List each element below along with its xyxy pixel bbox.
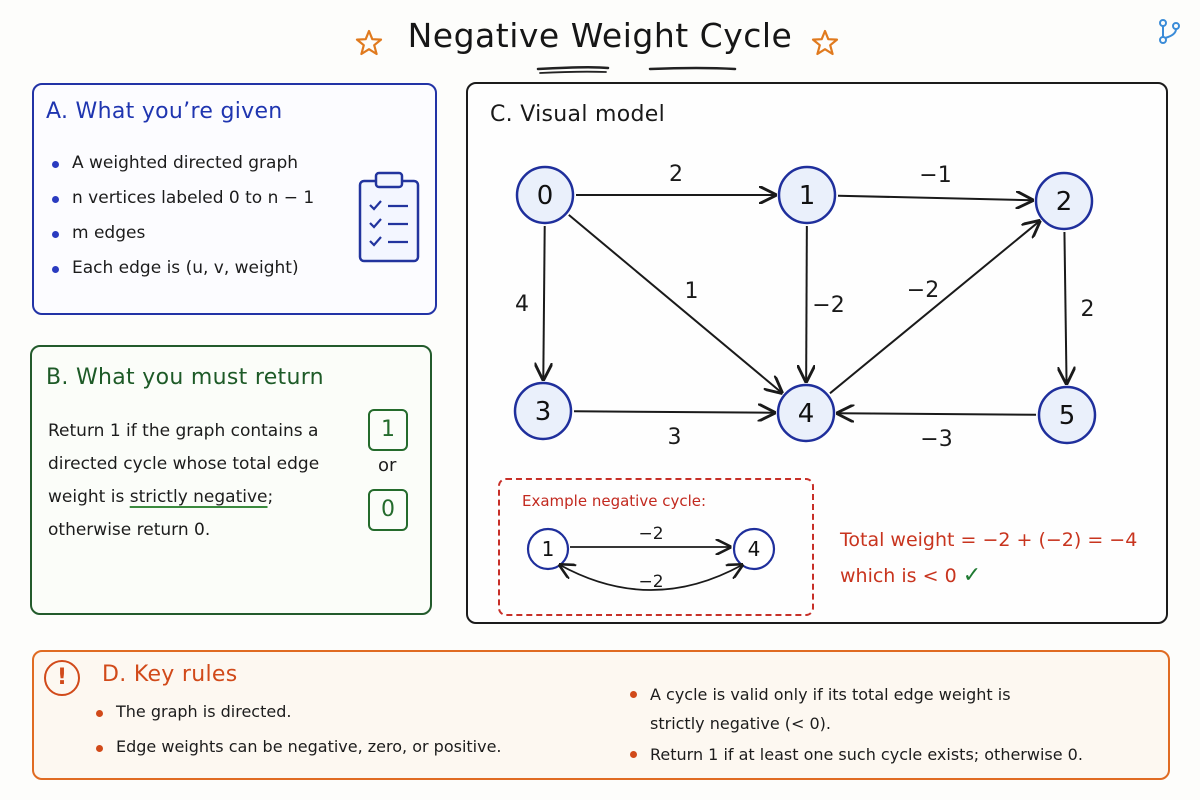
list-item: A weighted directed graph [46,153,314,173]
example-edge-weight-label: −2 [638,572,663,592]
star-icon [355,29,383,56]
node-circle-1 [777,165,837,225]
panel-a-title: A. What you’re given [46,99,283,124]
list-item: The graph is directed. [90,702,502,721]
list-item: Return 1 if at least one such cycle exis… [624,740,1083,769]
node-label-4: 4 [798,399,815,429]
edge-weight-label: 2 [669,162,683,187]
list-item-text: A cycle is valid only if its total edge … [650,685,1011,733]
node-label-2: 2 [1056,187,1073,217]
edge-weight-label: −2 [812,293,844,318]
edge-5-4 [838,413,1037,415]
node-circle-4 [776,383,836,443]
list-item: n vertices labeled 0 to n − 1 [46,188,314,208]
return-one-box: 1 [368,409,408,451]
given-list: A weighted directed graph n vertices lab… [46,153,314,293]
node-label-1: 1 [799,181,816,211]
list-item: Edge weights can be negative, zero, or p… [90,737,502,756]
list-item-text: The graph is directed. [116,702,292,721]
example-node-circle-1 [526,527,570,571]
list-item: Each edge is (u, v, weight) [46,258,314,278]
total-weight-conclusion: which is < 0 [840,565,957,587]
node-circle-2 [1034,171,1094,231]
title-underline [536,65,737,74]
edge-3-4 [573,411,774,413]
list-item-text: m edges [72,223,146,243]
edge-1-2 [837,196,1032,201]
exclamation-icon: ! [44,660,80,696]
edge-0-4 [568,214,782,393]
bullet-dot [96,745,103,752]
bullet-dot [52,196,59,203]
panel-visual-model: C. Visual model 2 −1 4 1 −2 −2 2 3 −3 0 1 2 3 4 5 1 4 −2 −… [466,82,1168,624]
edge-weight-label: −2 [907,278,939,303]
bullet-dot [52,231,59,238]
panel-d-title: D. Key rules [102,662,238,687]
clipboard-checklist-icon [358,171,420,263]
list-item: A cycle is valid only if its total edge … [624,680,1064,738]
node-label-0: 0 [537,181,554,211]
total-weight-line: Total weight = −2 + (−2) = −4 [840,529,1138,551]
node-circle-0 [515,165,575,225]
example-node-label-1: 1 [542,537,555,561]
edge-weight-label: −1 [919,163,951,188]
panel-return: B. What you must return Return 1 if the … [30,345,432,615]
example-edge-weight-label: −2 [638,524,663,544]
list-item-text: n vertices labeled 0 to n − 1 [72,188,315,208]
bullet-dot [630,751,637,758]
example-title: Example negative cycle: [522,492,707,510]
return-zero-box: 0 [368,489,408,531]
node-circle-3 [513,381,573,441]
list-item: m edges [46,223,314,243]
edge-1-4 [806,225,807,381]
example-cycle-box: Example negative cycle: [498,478,814,616]
total-weight-line-2: which is < 0 ✓ [840,558,1137,594]
panel-key-rules: ! D. Key rules The graph is directed. Ed… [32,650,1170,780]
page-title: Negative Weight Cycle [407,16,793,55]
example-node-label-4: 4 [748,537,761,561]
edge-weight-label: −3 [920,427,952,452]
or-label: or [378,455,397,476]
panel-b-title: B. What you must return [46,365,324,390]
example-node-circle-4 [732,527,776,571]
list-item-text: Return 1 if at least one such cycle exis… [650,745,1083,764]
return-text-underlined: strictly negative [129,487,268,507]
edge-2-5 [1064,231,1066,383]
return-description: Return 1 if the graph contains a directe… [48,415,348,547]
star-icon [811,29,839,56]
node-label-3: 3 [535,397,552,427]
bullet-dot [630,691,637,698]
bullet-dot [96,710,103,717]
return-text: ; otherwise return 0. [48,487,274,540]
edge-weight-label: 1 [685,279,699,304]
example-edge-4-1 [560,565,742,591]
list-item-text: Edge weights can be negative, zero, or p… [116,737,502,756]
panel-given: A. What you’re given A weighted directed… [32,83,437,315]
graph-diagram: 2 −1 4 1 −2 −2 2 3 −3 0 1 2 3 4 5 1 4 −2 −2 [513,162,1097,592]
title-bar: Negative Weight Cycle [0,8,1200,74]
bullet-dot [52,266,59,273]
rules-list-right: A cycle is valid only if its total edge … [624,680,1083,771]
list-item-text: Each edge is (u, v, weight) [72,258,299,278]
edge-4-2 [829,221,1039,395]
panel-c-title: C. Visual model [490,102,666,127]
bullet-dot [52,161,59,168]
rules-list-left: The graph is directed. Edge weights can … [90,702,502,772]
branch-icon[interactable] [1154,16,1184,46]
return-text: Return 1 if the graph contains a directe… [48,421,320,507]
list-item-text: A weighted directed graph [72,153,299,173]
node-circle-5 [1037,385,1097,445]
checkmark-icon: ✓ [962,563,982,588]
node-label-5: 5 [1059,401,1076,431]
edge-0-3 [543,225,544,379]
total-weight-note: Total weight = −2 + (−2) = −4 which is <… [840,522,1137,594]
edge-weight-label: 2 [1081,297,1095,322]
edge-weight-label: 4 [515,292,529,317]
edge-weight-label: 3 [668,425,682,450]
